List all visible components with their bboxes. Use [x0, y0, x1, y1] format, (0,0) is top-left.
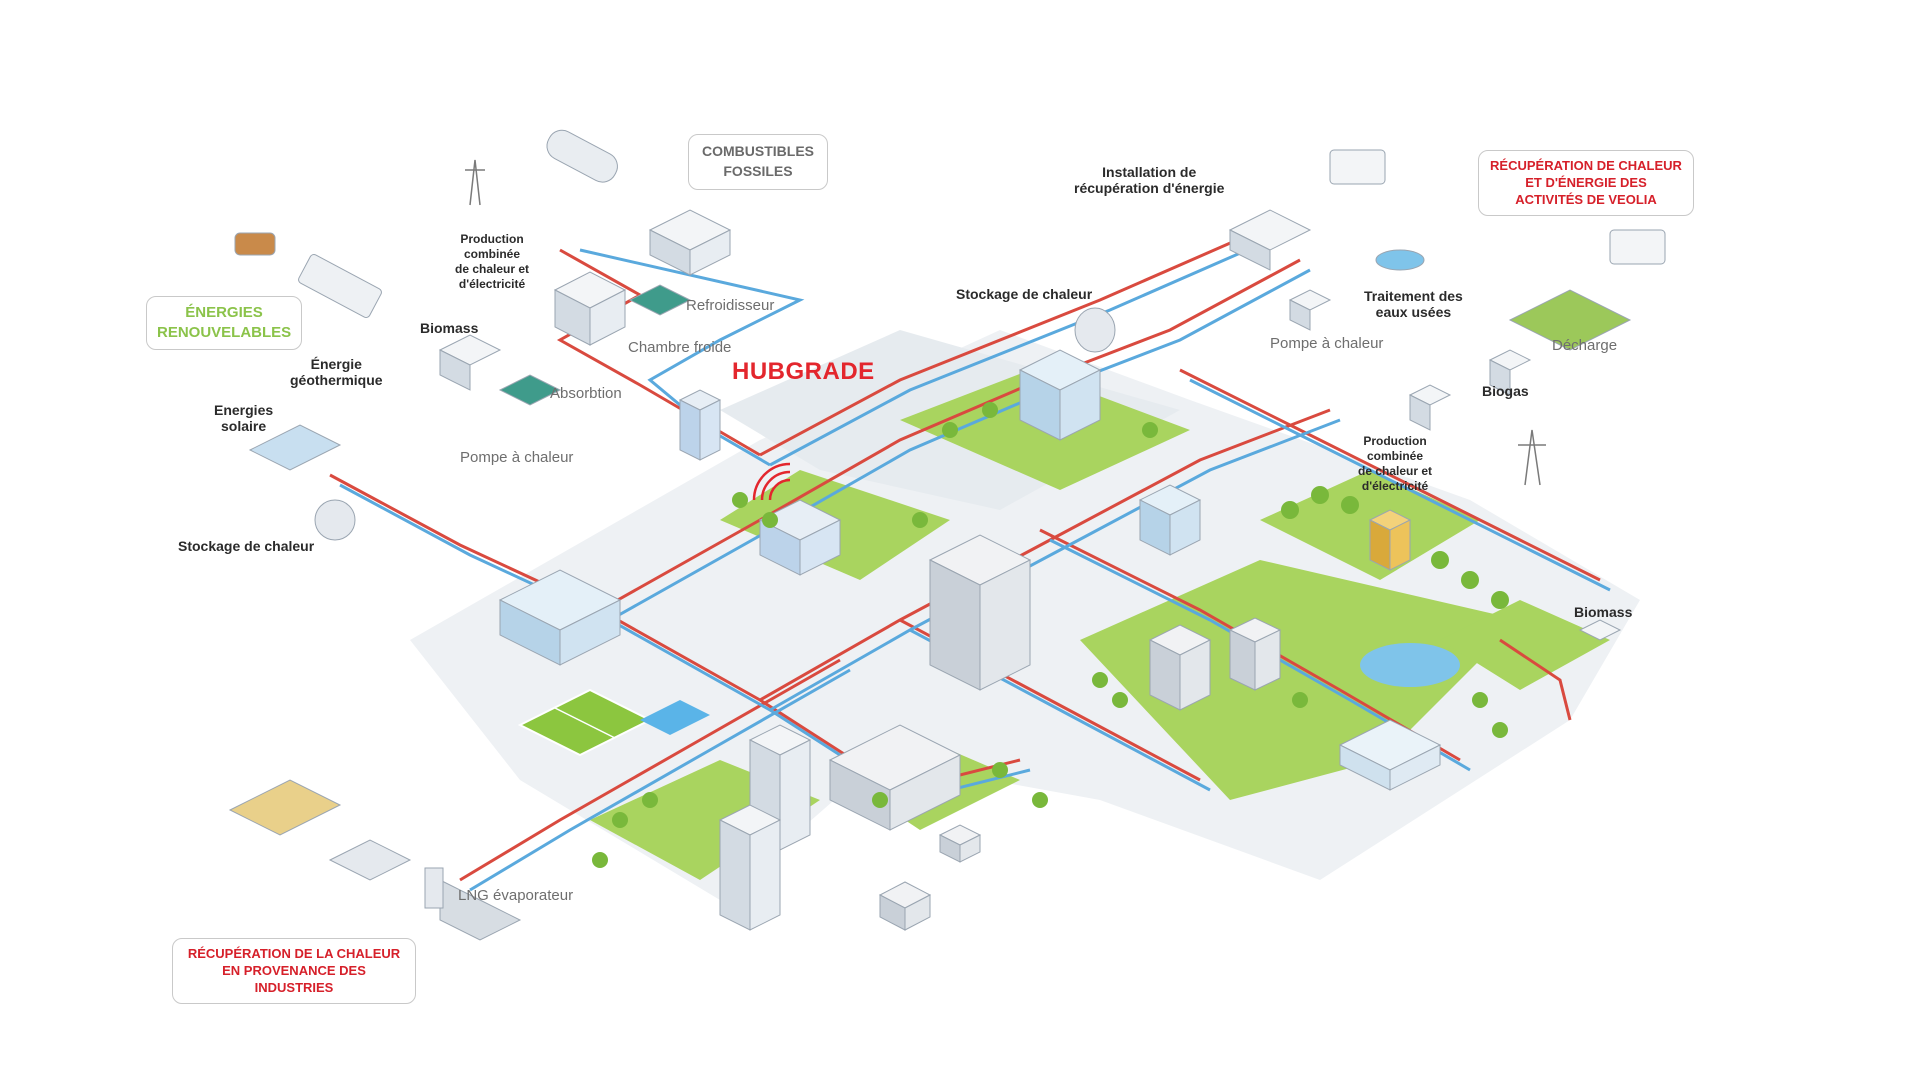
biomass-truck — [298, 254, 382, 318]
storage-tank-top — [1074, 307, 1116, 353]
lake — [1360, 643, 1460, 687]
label-refroidisseur: Refroidisseur — [686, 297, 775, 314]
wastewater-plant — [1375, 249, 1425, 271]
label-pompe-chaleur-right: Pompe à chaleur — [1270, 335, 1384, 352]
building-hubgrade — [678, 389, 722, 461]
chp-right — [1408, 384, 1452, 431]
label-pompe-chaleur-left: Pompe à chaleur — [460, 449, 574, 466]
box-combustibles-fossiles: COMBUSTIBLES FOSSILES — [688, 134, 828, 190]
label-biomass-left: Biomass — [420, 320, 479, 336]
chillers — [498, 284, 692, 406]
label-energie-geothermique: Énergie géothermique — [290, 356, 383, 388]
landfill — [1508, 289, 1632, 351]
building-office-1 — [1018, 349, 1102, 441]
label-energies-solaire: Energies solaire — [214, 402, 274, 434]
label-production-left: Production combinée de chaleur et d'élec… — [455, 232, 530, 291]
trees — [592, 402, 1509, 868]
building-sports-hall — [498, 569, 622, 666]
power-pylons — [465, 159, 1546, 486]
box-recuperation-industries: RÉCUPÉRATION DE LA CHALEUR EN PROVENANCE… — [172, 938, 416, 1004]
label-stockage-chaleur-top: Stockage de chaleur — [956, 286, 1093, 302]
storage-tank-left — [314, 499, 356, 541]
building-tower-2 — [718, 804, 782, 931]
label-installation-recuperation: Installation de récupération d'énergie — [1074, 164, 1225, 196]
label-lng-evaporateur: LNG évaporateur — [458, 887, 574, 904]
biomass-right-plant — [1578, 619, 1622, 641]
chp-left — [553, 271, 627, 346]
label-production-right: Production combinée de chaleur et d'élec… — [1358, 434, 1433, 493]
industry-site — [228, 779, 522, 941]
greenhouse — [1338, 719, 1442, 791]
city-buildings — [498, 349, 1442, 931]
lng-tank — [424, 867, 444, 909]
fossil-plant — [648, 209, 732, 276]
label-decharge: Décharge — [1552, 337, 1618, 354]
box-recuperation-veolia: RÉCUPÉRATION DE CHALEUR ET D'ÉNERGIE DES… — [1478, 150, 1694, 216]
solar-panels — [248, 424, 342, 471]
hubgrade-signal-icon — [752, 462, 791, 501]
hubgrade-title: HUBGRADE — [732, 358, 875, 385]
veolia-trucks — [1329, 149, 1666, 265]
biogas-plant — [1488, 349, 1532, 396]
building-eco-2 — [1228, 617, 1282, 691]
label-biomass-right: Biomass — [1574, 604, 1633, 620]
building-long-block — [828, 724, 962, 831]
wood-logs — [234, 232, 276, 256]
building-eco-1 — [1148, 624, 1212, 711]
fuel-truck — [546, 129, 618, 183]
supply-stations — [228, 129, 1666, 941]
label-stockage-chaleur-left: Stockage de chaleur — [178, 538, 315, 554]
building-apartments-centre — [928, 534, 1032, 691]
biomass-plant — [438, 334, 502, 391]
label-traitement-eaux: Traitement des eaux usées — [1364, 288, 1463, 320]
swimming-pool — [640, 700, 710, 735]
label-biogas: Biogas — [1482, 383, 1529, 399]
box-energies-renouvelables: ÉNERGIES RENOUVELABLES — [146, 296, 302, 350]
label-chambre-froide: Chambre froide — [628, 339, 732, 356]
label-absorbtion: Absorbtion — [550, 385, 622, 402]
building-control-center — [758, 499, 842, 576]
building-office-2 — [1138, 484, 1202, 556]
heat-pump-right — [1288, 289, 1332, 331]
building-yellow — [1368, 509, 1412, 571]
houses — [878, 824, 982, 931]
energy-recovery-plant — [1228, 209, 1312, 271]
